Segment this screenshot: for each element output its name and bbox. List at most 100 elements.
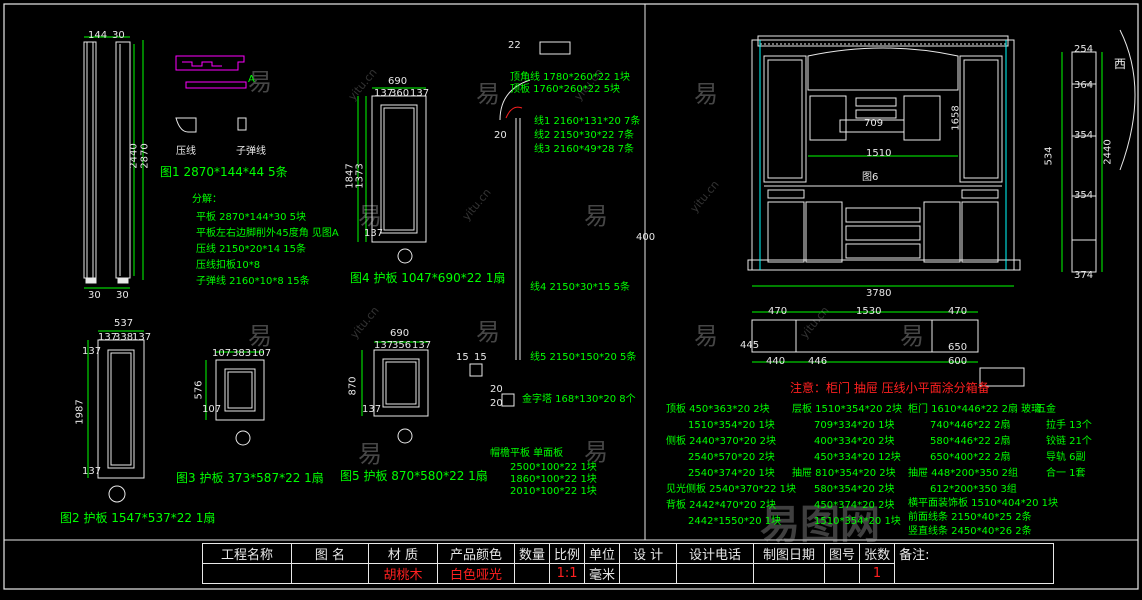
watermark-text: 易 bbox=[358, 440, 382, 468]
parts-col2: 抽屉 810*354*20 2块 bbox=[792, 468, 896, 479]
fig1-dim: 30 bbox=[88, 290, 101, 301]
tb-value bbox=[513, 563, 551, 584]
tb-header: 备注: bbox=[894, 543, 1055, 584]
mao-line: 1860*100*22 1块 bbox=[510, 474, 597, 485]
watermark-text: 易 bbox=[248, 68, 272, 96]
tb-value bbox=[202, 563, 292, 584]
plan-dim: 470 bbox=[768, 306, 788, 317]
tb-value-material: 胡桃木 bbox=[368, 563, 438, 584]
fig5-dim: 137 bbox=[412, 340, 432, 351]
parts-col1: 2540*570*20 2块 bbox=[688, 452, 775, 463]
elev-dim: 1510 bbox=[866, 148, 892, 159]
fig2-dim: 137 bbox=[132, 332, 152, 343]
fenban-line: 压线 2150*20*14 15条 bbox=[196, 244, 306, 255]
tb-value bbox=[753, 563, 826, 584]
fig4-caption: 图4 护板 1047*690*22 1扇 bbox=[350, 271, 506, 285]
tb-header: 材 质 bbox=[368, 543, 438, 564]
fig2-dim: 1987 bbox=[74, 399, 86, 425]
plan-dim: 470 bbox=[948, 306, 968, 317]
fig3-caption: 图3 护板 373*587*22 1扇 bbox=[176, 471, 324, 485]
plan-dim: 446 bbox=[808, 356, 828, 367]
fig3-dim: 107 bbox=[212, 348, 232, 359]
corner-arc bbox=[1119, 29, 1136, 171]
side-dim: 374 bbox=[1074, 270, 1094, 281]
fig2-dim: 137 bbox=[82, 466, 102, 477]
small-dim: 20 bbox=[490, 398, 503, 409]
fig2-dim: 137 bbox=[82, 346, 102, 357]
fenban-line: 压线扣板10*8 bbox=[196, 260, 261, 271]
plan-dim: 440 bbox=[766, 356, 786, 367]
watermark-text: 易 bbox=[900, 322, 924, 350]
mao-title: 帽檐平板 单面板 bbox=[490, 448, 564, 459]
side-section bbox=[1071, 51, 1097, 273]
fenban-title: 分解： bbox=[192, 194, 222, 205]
fig1-dim: 2870 bbox=[139, 143, 151, 169]
fig2-panel bbox=[97, 339, 145, 479]
title-block-header-row: 工程名称 图 名 材 质 产品颜色 数量 比例 单位 设 计 设计电话 制图日期… bbox=[202, 543, 1055, 584]
profile-zidanxian: 子弹线 bbox=[236, 146, 266, 157]
parts-col3: 柜门 1610*446*22 2扇 玻璃 bbox=[908, 404, 1042, 415]
fig5-dim: 870 bbox=[347, 376, 359, 396]
fig4-panel bbox=[371, 95, 427, 243]
tb-header: 工程名称 bbox=[202, 543, 292, 564]
mao-line: 2010*100*22 1块 bbox=[510, 486, 597, 497]
watermark-text: 易 bbox=[248, 322, 272, 350]
fig3-dim: 107 bbox=[252, 348, 272, 359]
parts-col1: 侧板 2440*370*20 2块 bbox=[666, 436, 776, 447]
cabinet-plan bbox=[751, 319, 1025, 387]
fig1-columns bbox=[83, 41, 131, 284]
title-block-value-row: 胡桃木 白色哑光 1:1 毫米 1 bbox=[202, 563, 1054, 584]
tb-value-color: 白色哑光 bbox=[437, 563, 515, 584]
fig1-dim: 30 bbox=[116, 290, 129, 301]
tb-header: 图号 bbox=[824, 543, 861, 564]
parts-col1: 背板 2442*470*20 2块 bbox=[666, 500, 776, 511]
fig6-label: 图6 bbox=[862, 172, 879, 183]
tb-value-sheets: 1 bbox=[859, 563, 896, 584]
tb-value-unit: 毫米 bbox=[584, 563, 621, 584]
tb-header: 制图日期 bbox=[753, 543, 826, 564]
watermark-text: 易 bbox=[584, 438, 608, 466]
crown-line: 顶板 1760*260*22 5块 bbox=[510, 84, 620, 95]
parts-col3: 横平面装饰板 1510*404*20 1块 bbox=[908, 498, 1058, 509]
elevation-dims bbox=[752, 155, 1014, 287]
parts-col4: 五金 bbox=[1036, 404, 1056, 415]
elev-dim: 1658 bbox=[950, 105, 962, 131]
line-item: 线1 2160*131*20 7条 bbox=[534, 116, 641, 127]
parts-col3: 抽屉 448*200*350 2组 bbox=[908, 468, 1018, 479]
elevation-cyan-edges bbox=[759, 40, 1007, 270]
fig2-dim-lines bbox=[87, 330, 144, 478]
line4-item: 线4 2150*30*15 5条 bbox=[530, 282, 630, 293]
fig1-dim: 144 bbox=[88, 30, 108, 41]
fig1-caption: 图1 2870*144*44 5条 bbox=[160, 165, 288, 179]
parts-col4: 合一 1套 bbox=[1046, 468, 1086, 479]
parts-col4: 铰链 21个 bbox=[1046, 436, 1092, 447]
watermark-text: 易 bbox=[694, 322, 718, 350]
mao-line: 2500*100*22 1块 bbox=[510, 462, 597, 473]
parts-col2: 450*374*20 2块 bbox=[814, 500, 895, 511]
side-dim: 2440 bbox=[1102, 139, 1114, 165]
parts-col2: 709*334*20 1块 bbox=[814, 420, 895, 431]
plan-dim: 445 bbox=[740, 340, 760, 351]
corner-text: 西 bbox=[1114, 57, 1127, 71]
fig2-dim: 137 bbox=[98, 332, 118, 343]
tb-value bbox=[619, 563, 678, 584]
tb-header: 图 名 bbox=[291, 543, 369, 564]
fig1-dim: 30 bbox=[112, 30, 125, 41]
fig3-dim: 383 bbox=[232, 348, 252, 359]
fig5-dim: 356 bbox=[392, 340, 412, 351]
line5-item: 线5 2150*150*20 5条 bbox=[530, 352, 637, 363]
fig3-dim: 576 bbox=[193, 380, 205, 400]
plan-dim: 600 bbox=[948, 356, 968, 367]
parts-col3: 650*400*22 2扇 bbox=[930, 452, 1011, 463]
parts-col1: 见光侧板 2540*370*22 1块 bbox=[666, 484, 796, 495]
line-item: 线3 2160*49*28 7条 bbox=[534, 144, 634, 155]
parts-col2: 580*354*20 2块 bbox=[814, 484, 895, 495]
tb-header: 比例 bbox=[549, 543, 586, 564]
fig1-dim-lines bbox=[84, 36, 144, 289]
side-dim: 254 bbox=[1074, 44, 1094, 55]
fig2-caption: 图2 护板 1547*537*22 1扇 bbox=[60, 511, 216, 525]
plan-dim: 650 bbox=[948, 342, 968, 353]
small-dim: 15 bbox=[456, 352, 469, 363]
fig2-section-mark bbox=[108, 485, 126, 503]
watermark-text: 易 bbox=[584, 202, 608, 230]
